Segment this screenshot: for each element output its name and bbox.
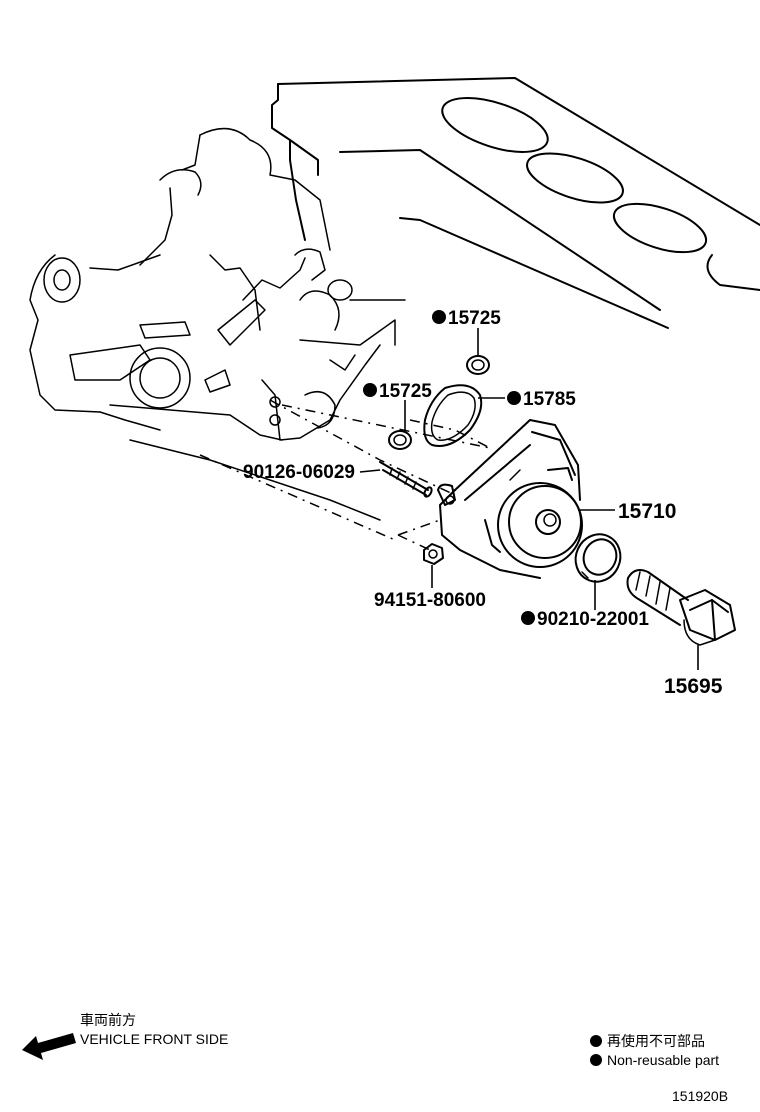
engine-block-drawing [271,77,760,329]
oil-seal-90210 [574,533,622,583]
label-15725-lower: 15725 [379,381,432,402]
non-reusable-marker [507,391,521,405]
arrow-left-down-icon [22,1033,76,1060]
label-90126-06029: 90126-06029 [243,462,355,483]
label-94151-80600: 94151-80600 [374,590,486,611]
part-labels: 15725 15725 15785 90126-06029 15710 9415… [243,308,723,698]
oil-pump-cover-15710 [437,419,583,579]
non-reusable-marker [363,383,377,397]
label-15725-upper: 15725 [448,308,501,329]
leader-lines [359,328,699,670]
legend-non-reusable-jp: 再使用不可部品 [590,1031,705,1051]
filled-circle-icon [590,1035,602,1047]
vehicle-front-label-jp: 車両前方 [80,1012,136,1028]
label-90210-22001: 90210-22001 [537,609,649,630]
non-reusable-marker [432,310,446,324]
non-reusable-marker [521,611,535,625]
legend-text-en: Non-reusable part [607,1052,720,1068]
o-ring-15785 [423,384,483,447]
label-15695: 15695 [664,675,723,698]
union-bolt-15695 [626,569,736,646]
legend-non-reusable-en: Non-reusable part [590,1052,719,1068]
o-ring-15725-upper [466,355,490,375]
timing-cover-drawing [29,127,406,521]
legend-text-jp: 再使用不可部品 [607,1033,705,1049]
nut-94151 [423,543,444,565]
filled-circle-icon [590,1054,602,1066]
figure-code: 151920B [672,1088,729,1104]
label-15710: 15710 [618,500,676,523]
label-15785: 15785 [523,389,576,410]
vehicle-front-label-en: VEHICLE FRONT SIDE [80,1031,229,1047]
o-ring-15725-lower [388,430,412,450]
stud-bolt-90126 [379,461,433,498]
